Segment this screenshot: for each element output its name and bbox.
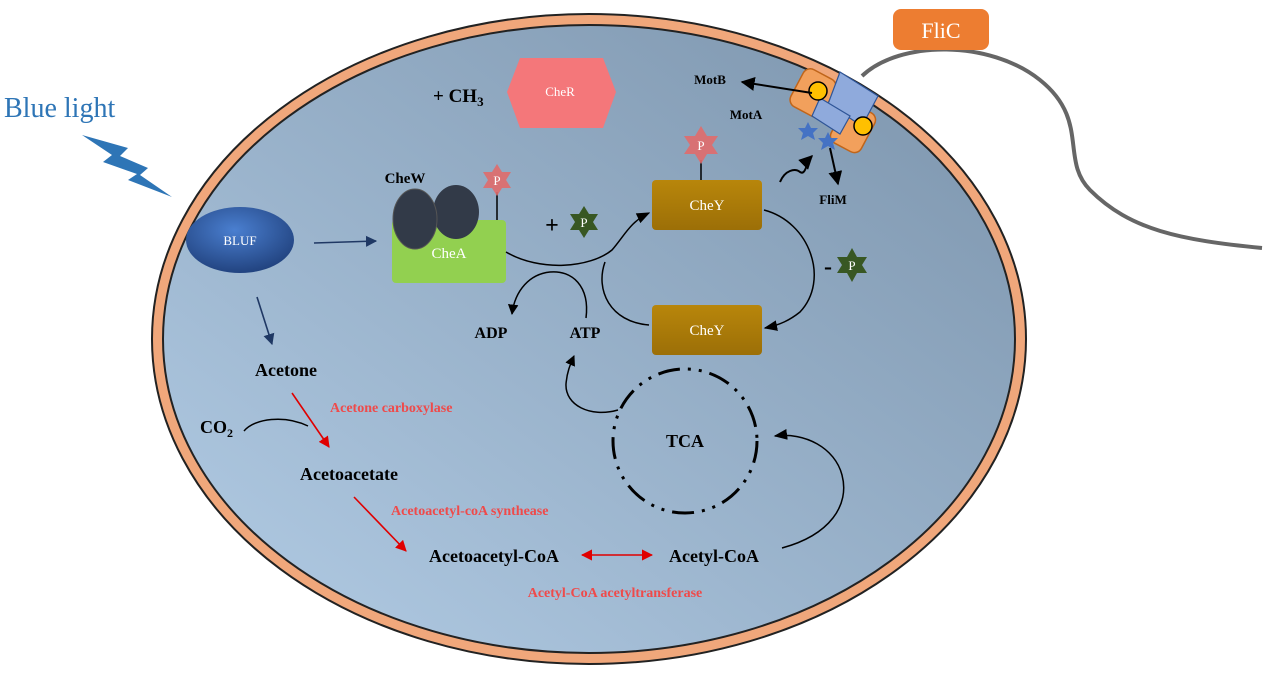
chey-bottom-box — [652, 305, 762, 355]
svg-text:P: P — [493, 173, 500, 188]
bluf-to-chea-arrow — [313, 235, 378, 247]
chey-to-motor-arrow — [779, 155, 813, 183]
tca-label: TCA — [666, 431, 704, 451]
flagellar-motor — [789, 68, 879, 154]
bluf-label: BLUF — [223, 233, 256, 248]
mota-label: MotA — [730, 107, 763, 122]
svg-text:P: P — [697, 138, 704, 153]
acetoacetate-to-acetoacetyl-arrow — [353, 496, 407, 552]
acetoacetate-label: Acetoacetate — [300, 464, 398, 484]
chew-label: CheW — [385, 171, 426, 187]
chey-phosphate-icon: P — [684, 126, 718, 164]
acetone-carboxylase-label: Acetone carboxylase — [330, 401, 452, 416]
cher-label: CheR — [545, 84, 575, 99]
methyl-prefix: + CH3 — [433, 86, 484, 109]
chey-top-box — [652, 180, 762, 230]
flim-arrow — [828, 147, 843, 186]
chea-label: CheA — [432, 246, 467, 262]
cher-shape — [507, 58, 616, 128]
bluf-to-acetone-arrow — [256, 296, 275, 346]
acetone-to-acetoacetate-arrow — [291, 392, 330, 448]
svg-text:P: P — [580, 215, 587, 230]
tca-to-atp-arrow — [565, 355, 619, 414]
acetyl-to-tca-arrow — [773, 429, 845, 549]
blue-light-label: Blue light — [4, 93, 115, 124]
acetyl-coa-label: Acetyl-CoA — [669, 546, 759, 566]
svg-text:P: P — [848, 258, 855, 273]
motb-arrow — [740, 77, 813, 94]
flic-label: FliC — [921, 18, 960, 43]
bluf-photoreceptor — [186, 207, 294, 273]
chey-top-label: CheY — [690, 198, 725, 214]
minus-sign: - — [824, 254, 832, 280]
chea-to-chey-curve — [505, 212, 651, 267]
flic-box — [893, 9, 989, 50]
chey-bottom-label: CheY — [690, 323, 725, 339]
chew-dark-left — [392, 188, 438, 250]
chea-phosphate-icon: P — [483, 164, 511, 196]
acetone-label: Acetone — [255, 360, 317, 380]
co2-label: CO2 — [200, 417, 233, 440]
chey-return-curve — [601, 261, 650, 326]
plus-sign: + — [545, 213, 559, 239]
acetoacetyl-synthease-label: Acetoacetyl-coA synthease — [391, 504, 548, 519]
released-phosphate-icon: P — [837, 248, 867, 282]
adp-label: ADP — [475, 325, 508, 342]
free-phosphate-icon: P — [570, 206, 598, 238]
chew-dark-right — [433, 185, 479, 239]
dephosphorylation-curve — [763, 209, 815, 331]
tca-cycle — [611, 367, 759, 515]
acetyltransferase-label: Acetyl-CoA acetyltransferase — [528, 586, 703, 601]
co2-input-curve — [243, 418, 309, 432]
flim-label: FliM — [819, 192, 846, 207]
atp-to-adp-arrow — [507, 271, 588, 319]
acetoacetyl-coa-label: Acetoacetyl-CoA — [429, 546, 559, 566]
motb-label: MotB — [694, 72, 726, 87]
lightning-bolt-icon — [82, 135, 172, 197]
cell-cytoplasm — [162, 24, 1016, 654]
atp-label: ATP — [570, 325, 601, 342]
